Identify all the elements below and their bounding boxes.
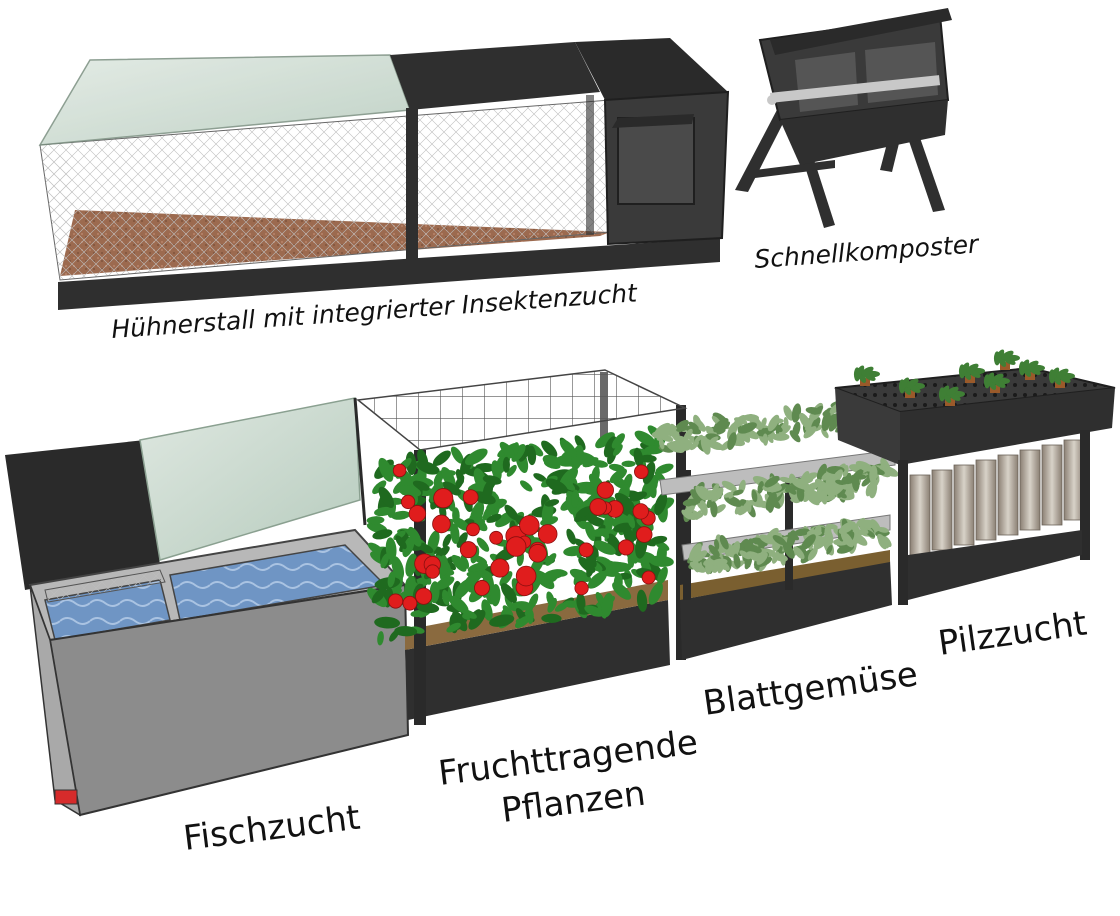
seedlings xyxy=(853,349,1075,406)
leafy-greens-rack xyxy=(651,395,899,660)
label-fish-farming: Fischzucht xyxy=(181,798,362,859)
mushroom-logs xyxy=(909,439,1085,556)
label-composter: Schnellkomposter xyxy=(753,229,981,274)
fish-tank xyxy=(5,397,410,817)
fast-composter xyxy=(735,8,952,228)
label-mushroom: Pilzzucht xyxy=(936,603,1090,663)
fruit-bearing-plants xyxy=(356,369,688,725)
lettuce-foliage xyxy=(651,395,899,575)
chicken-coop xyxy=(38,38,730,310)
mushroom-cabinet xyxy=(834,349,1116,605)
label-leafy-greens: Blattgemüse xyxy=(701,654,921,724)
tomato-foliage xyxy=(366,424,675,646)
